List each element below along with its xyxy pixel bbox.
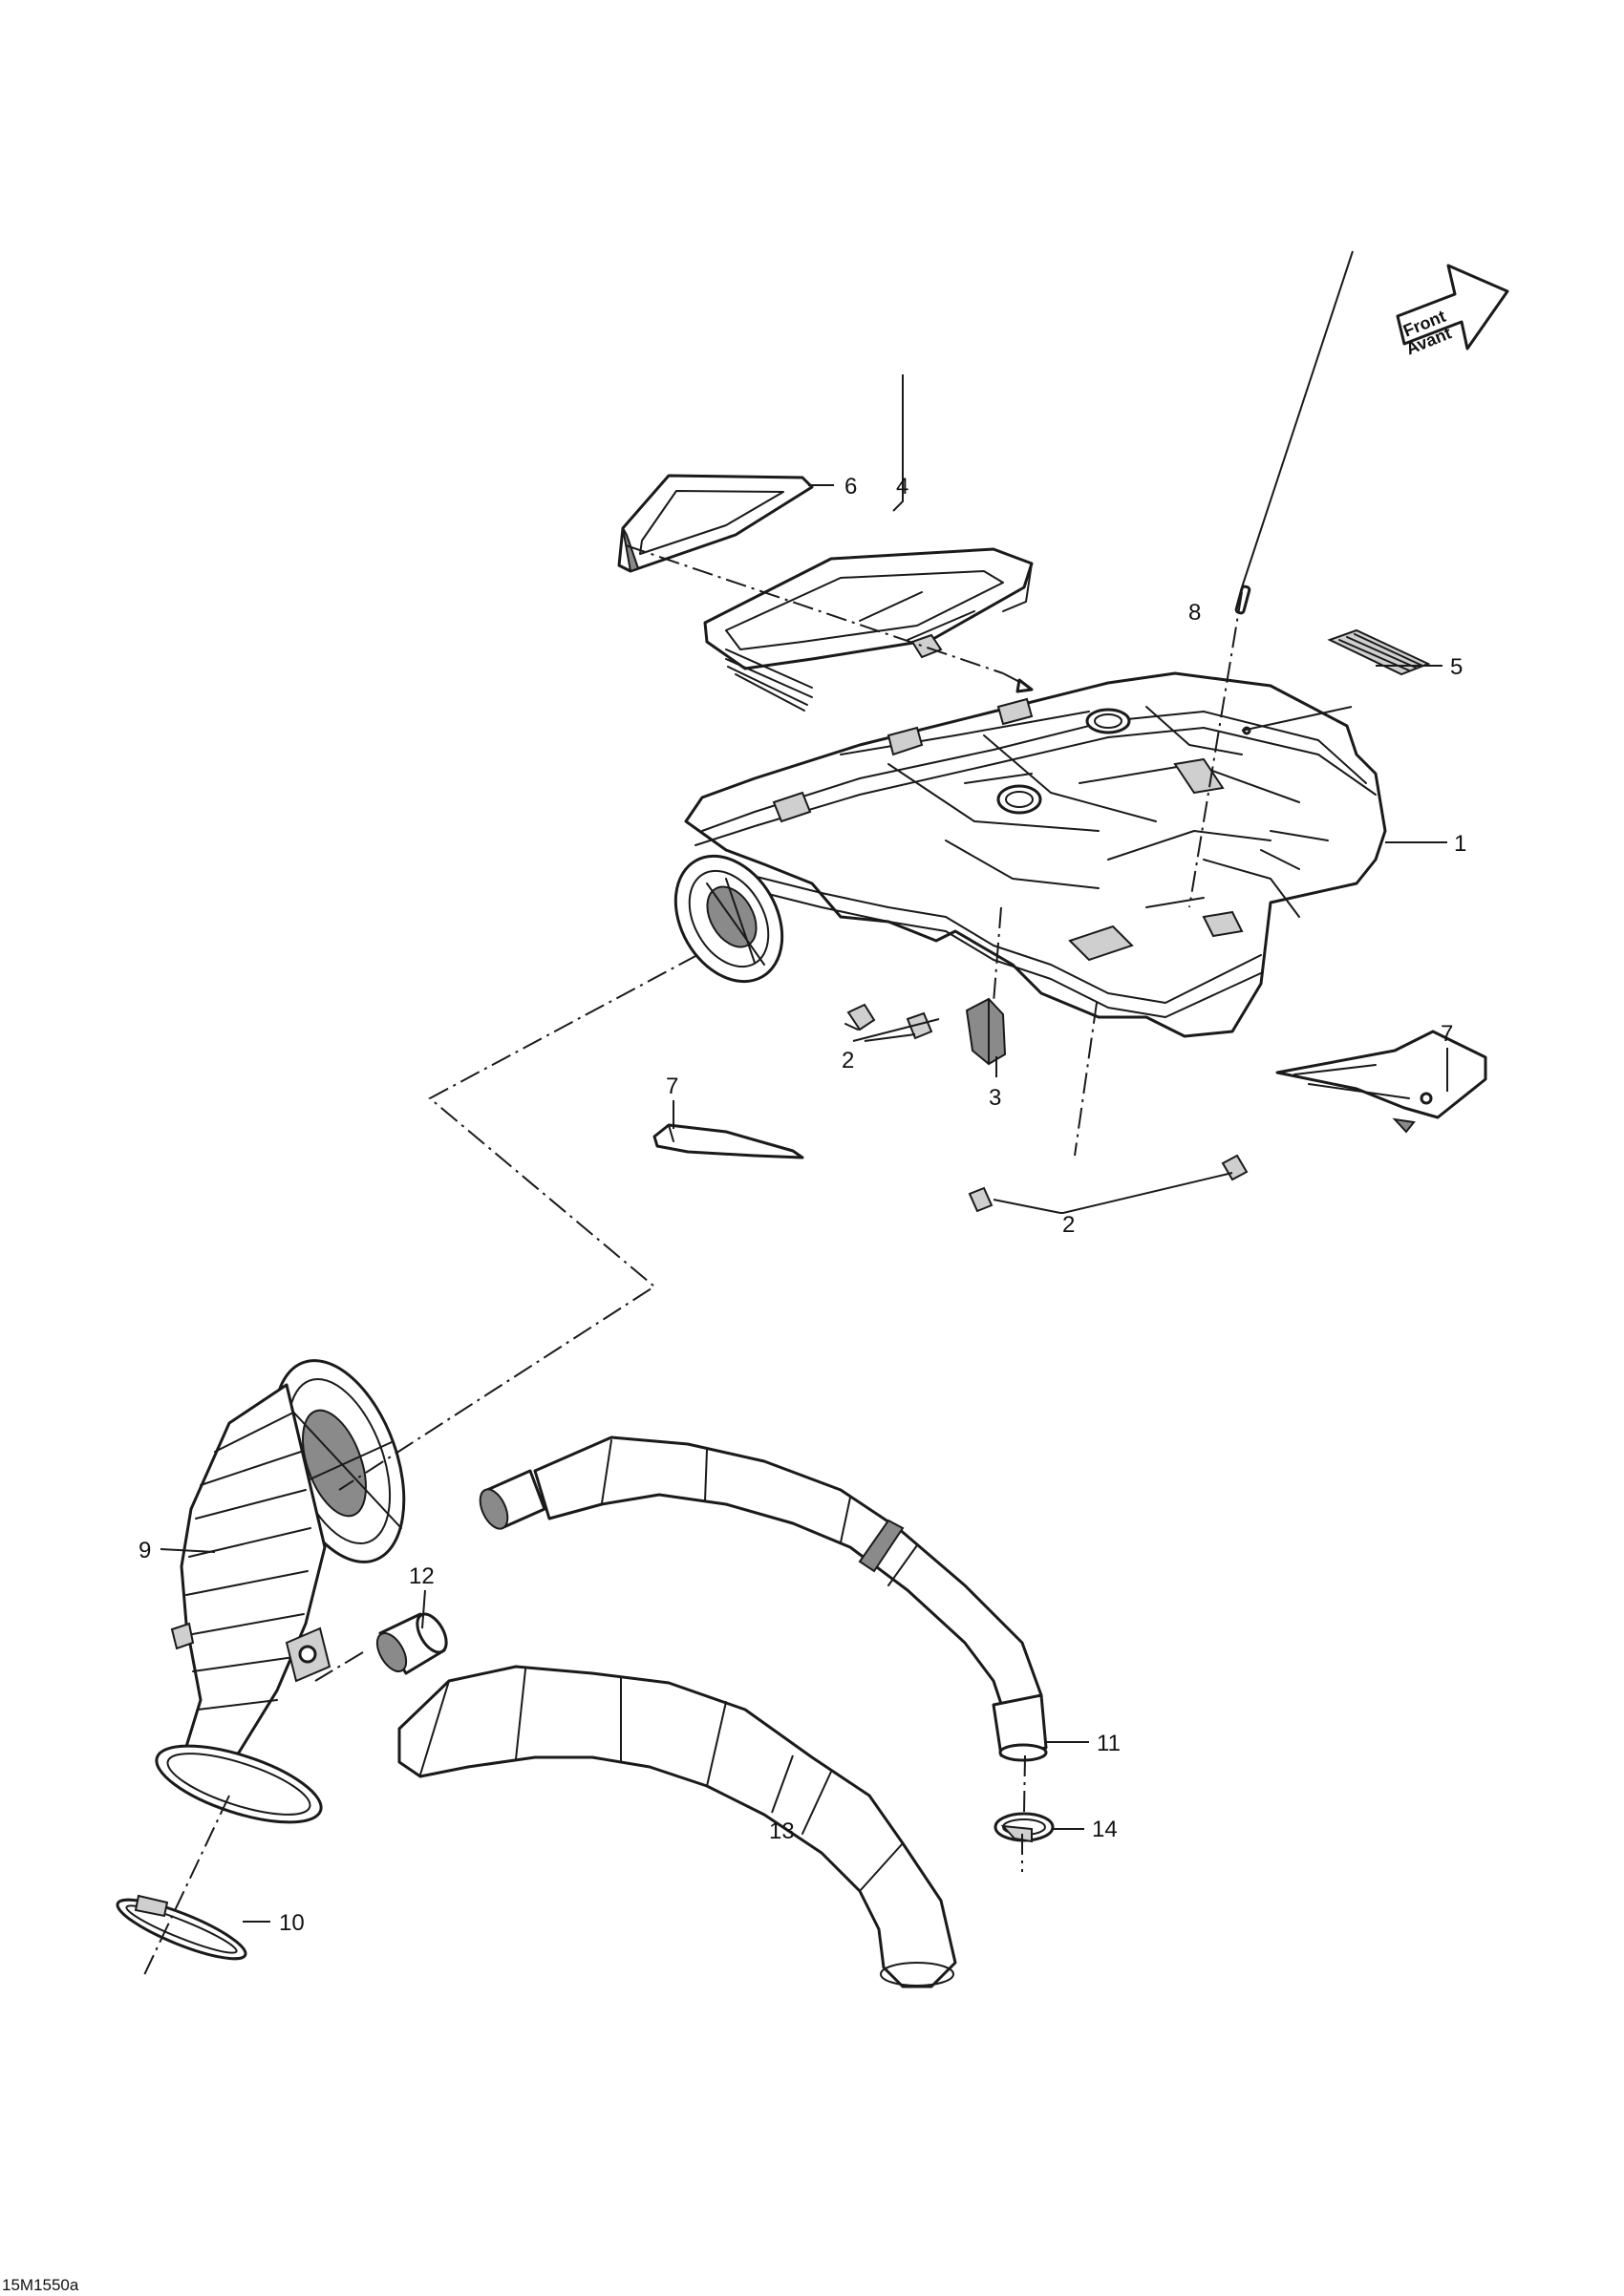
part-13-drain-hose	[397, 1665, 957, 1988]
callout-8: 8	[1188, 600, 1201, 626]
part-2-clips	[844, 1003, 1249, 1213]
part-9-intake-adaptor	[155, 1359, 406, 1824]
part-7-shield-right	[1275, 1030, 1487, 1134]
part-10-clamp	[116, 1894, 247, 1961]
part-3-sleeve	[965, 997, 1007, 1066]
assembly-lines	[142, 544, 1243, 1978]
callout-3: 3	[989, 1085, 1001, 1111]
callout-9: 9	[139, 1538, 151, 1563]
part-8-pin	[1234, 585, 1251, 615]
leader-lines	[160, 250, 1448, 1923]
callout-7-left: 7	[666, 1074, 678, 1099]
part-1-air-intake-silencer	[673, 671, 1387, 1038]
callout-1: 1	[1454, 831, 1466, 857]
callout-6: 6	[844, 474, 857, 500]
callout-13: 13	[769, 1818, 795, 1844]
part-4-filter-cover	[703, 547, 1034, 712]
callout-12: 12	[409, 1563, 435, 1589]
part-11-breather-hose	[479, 1435, 1048, 1762]
callout-numbers: 6 4 8 5 1 2 3 7 7 2 9 12 11 14 13 10	[139, 474, 1466, 1936]
part-12-fitting	[375, 1612, 448, 1675]
callout-2-lower: 2	[1062, 1212, 1075, 1238]
callout-11: 11	[1097, 1731, 1121, 1756]
callout-7-right: 7	[1441, 1021, 1453, 1047]
part-7-shield-left	[652, 1123, 804, 1159]
callout-4: 4	[896, 474, 908, 500]
callout-2-upper: 2	[842, 1048, 854, 1074]
part-5-label	[1327, 628, 1431, 676]
callout-14: 14	[1092, 1817, 1118, 1842]
callout-10: 10	[279, 1910, 305, 1936]
part-6-gasket	[617, 474, 814, 573]
callout-5: 5	[1450, 654, 1463, 680]
figure-code: 15M1550a	[2, 2276, 79, 2294]
part-14-clamp	[994, 1812, 1055, 1843]
front-direction-arrow: Front Avant	[1396, 264, 1509, 358]
